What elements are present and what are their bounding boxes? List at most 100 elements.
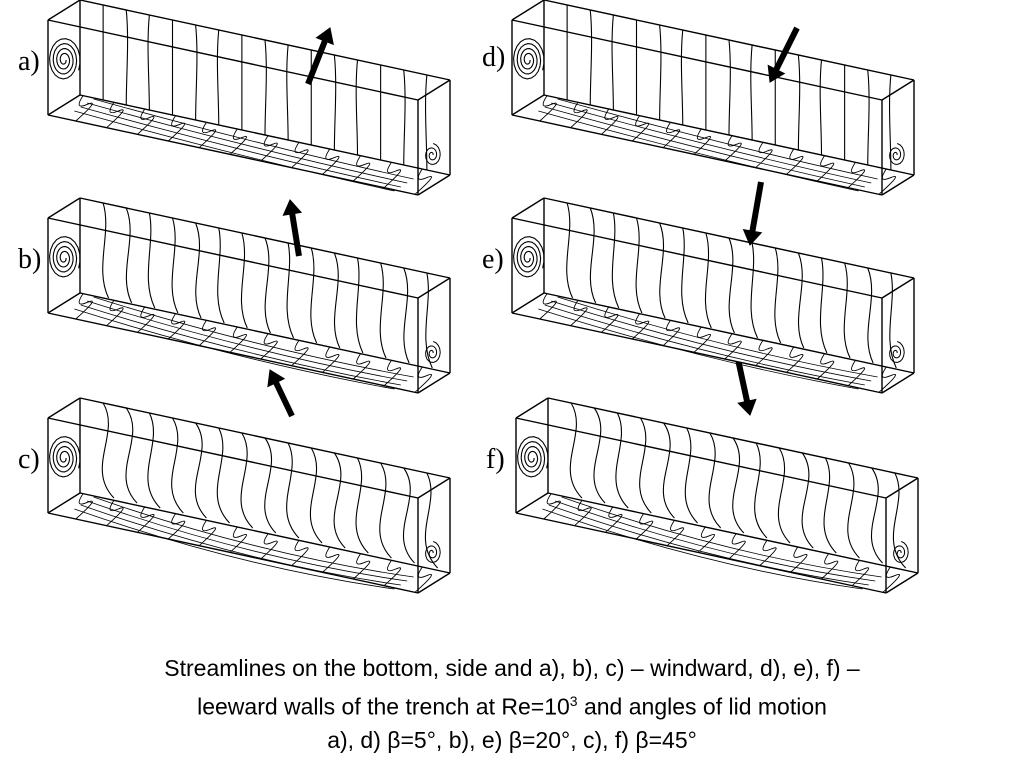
trench-edge bbox=[515, 492, 549, 514]
streamline bbox=[555, 500, 876, 582]
streamline bbox=[724, 333, 742, 360]
streamline bbox=[539, 293, 557, 320]
streamline bbox=[322, 346, 340, 373]
streamline bbox=[216, 427, 230, 524]
trench-edge bbox=[79, 0, 451, 81]
streamline bbox=[543, 493, 561, 520]
streamline bbox=[724, 135, 742, 162]
streamline bbox=[147, 412, 161, 509]
vortex-spiral bbox=[513, 236, 545, 278]
streamline bbox=[102, 202, 110, 299]
streamline bbox=[101, 402, 115, 499]
caption-line-2: leeward walls of the trench at Re=103 an… bbox=[0, 685, 1024, 724]
streamline bbox=[167, 115, 186, 142]
trench-edge bbox=[511, 19, 883, 101]
trench-edge bbox=[543, 0, 915, 81]
streamline bbox=[286, 44, 289, 141]
streamline bbox=[379, 462, 392, 559]
streamline bbox=[889, 272, 897, 369]
streamline bbox=[847, 462, 860, 559]
streamline bbox=[639, 417, 652, 514]
streamline bbox=[542, 508, 863, 590]
streamline bbox=[75, 493, 93, 520]
streamline bbox=[662, 422, 675, 519]
vortex-spiral bbox=[513, 38, 545, 80]
vortex-spiral bbox=[517, 436, 549, 478]
streamline bbox=[666, 520, 685, 547]
streamline bbox=[125, 9, 129, 106]
panel-label-c: c) bbox=[18, 444, 40, 475]
trench-edge bbox=[547, 397, 919, 479]
trench-edge bbox=[79, 397, 451, 479]
streamline bbox=[137, 108, 155, 135]
trench-edge bbox=[47, 0, 81, 21]
vortex-spiral bbox=[49, 38, 81, 80]
streamline bbox=[566, 202, 574, 299]
streamline bbox=[551, 102, 872, 184]
trench-panel-b bbox=[47, 197, 451, 394]
panel-label-a: a) bbox=[18, 46, 40, 77]
panel-label-e: e) bbox=[482, 244, 504, 275]
trench-edge bbox=[417, 372, 451, 394]
streamline bbox=[847, 360, 866, 387]
trench-panel-c bbox=[47, 397, 451, 594]
streamline bbox=[240, 232, 248, 329]
streamline bbox=[631, 115, 650, 142]
streamline bbox=[728, 533, 746, 560]
streamline bbox=[80, 504, 401, 586]
trench-edge bbox=[515, 417, 887, 499]
trench-edge bbox=[881, 277, 915, 299]
trench-edge bbox=[885, 477, 919, 499]
streamline-figure bbox=[47, 0, 919, 594]
streamline bbox=[728, 39, 731, 136]
streamline bbox=[635, 217, 643, 314]
streamline bbox=[414, 566, 432, 593]
lid-direction-arrow bbox=[742, 181, 764, 246]
trench-edge bbox=[47, 292, 81, 314]
streamline bbox=[843, 262, 851, 359]
streamline bbox=[137, 306, 155, 333]
streamline bbox=[75, 95, 93, 122]
trench-edge bbox=[547, 492, 919, 574]
streamline bbox=[790, 546, 808, 573]
streamline bbox=[195, 24, 198, 121]
streamline bbox=[732, 437, 745, 534]
streamline bbox=[424, 472, 439, 569]
streamline bbox=[93, 98, 414, 180]
streamline bbox=[414, 366, 432, 393]
panel-label-d: d) bbox=[482, 42, 506, 73]
streamline bbox=[786, 148, 804, 175]
trench-edge bbox=[47, 312, 419, 394]
trench-edge bbox=[47, 94, 81, 116]
caption-line-2-text: leeward walls of the trench at Re=10 bbox=[197, 693, 570, 720]
trench-edge bbox=[511, 94, 545, 116]
streamline bbox=[147, 212, 156, 309]
streamline bbox=[309, 447, 323, 544]
trench-edge bbox=[417, 79, 451, 101]
streamline bbox=[589, 207, 597, 304]
streamline bbox=[589, 9, 593, 106]
trench-edge bbox=[881, 372, 915, 394]
streamline bbox=[403, 267, 410, 364]
streamline bbox=[333, 54, 337, 151]
streamline bbox=[194, 422, 207, 519]
panel-label-f: f) bbox=[486, 444, 505, 475]
streamline bbox=[147, 14, 150, 111]
streamline bbox=[264, 39, 267, 136]
streamline bbox=[195, 222, 202, 319]
streamline bbox=[759, 540, 777, 567]
trench-edge bbox=[417, 477, 451, 499]
streamline bbox=[697, 526, 715, 553]
vortex-spiral bbox=[425, 540, 441, 563]
streamline bbox=[561, 496, 882, 578]
streamline bbox=[548, 504, 869, 586]
streamline bbox=[847, 162, 866, 189]
streamline bbox=[819, 257, 828, 354]
streamline bbox=[754, 442, 768, 539]
streamline bbox=[569, 402, 583, 499]
trench-edge bbox=[511, 197, 545, 219]
streamline bbox=[684, 427, 698, 524]
streamline bbox=[615, 412, 629, 509]
streamline bbox=[286, 442, 300, 539]
streamline bbox=[87, 500, 408, 582]
